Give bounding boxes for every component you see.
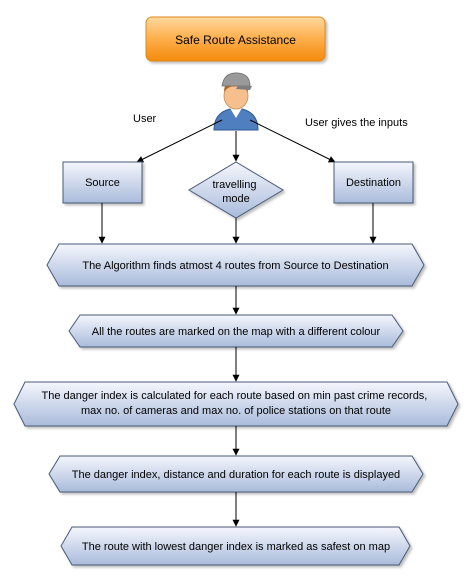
source-text: Source [85, 177, 120, 189]
step-4-box: The danger index, distance and duration … [48, 455, 424, 493]
mode-line-1: travelling [212, 179, 256, 191]
step-3-text: The danger index is calculated for each … [42, 390, 431, 417]
mode-diamond: travelling mode [188, 161, 284, 219]
arrow-user-source [136, 119, 223, 163]
step-3-line-2: max no. of cameras and max no. of police… [81, 405, 391, 417]
step-4-text: The danger index, distance and duration … [72, 469, 400, 481]
user-gives-label: User gives the inputs [305, 117, 408, 129]
step-2-box: All the routes are marked on the map wit… [68, 314, 404, 348]
mode-text: travelling mode [212, 179, 259, 205]
source-box: Source [62, 161, 143, 204]
arrow-user-destination [249, 119, 336, 163]
step-3-box: The danger index is calculated for each … [13, 381, 459, 427]
destination-box: Destination [333, 161, 414, 204]
step-5-box: The route with lowest danger index is ma… [60, 526, 411, 566]
user-label: User [133, 113, 157, 125]
mode-line-2: mode [222, 193, 250, 205]
user-avatar-icon [213, 72, 259, 131]
step-1-text: The Algorithm finds atmost 4 routes from… [82, 260, 388, 272]
destination-text: Destination [346, 177, 401, 189]
step-3-line-1: The danger index is calculated for each … [42, 390, 428, 402]
step-1-box: The Algorithm finds atmost 4 routes from… [46, 243, 425, 287]
step-5-text: The route with lowest danger index is ma… [82, 541, 390, 553]
title-box: Safe Route Assistance [145, 16, 326, 62]
title-text: Safe Route Assistance [175, 33, 296, 47]
step-2-text: All the routes are marked on the map wit… [92, 326, 381, 338]
